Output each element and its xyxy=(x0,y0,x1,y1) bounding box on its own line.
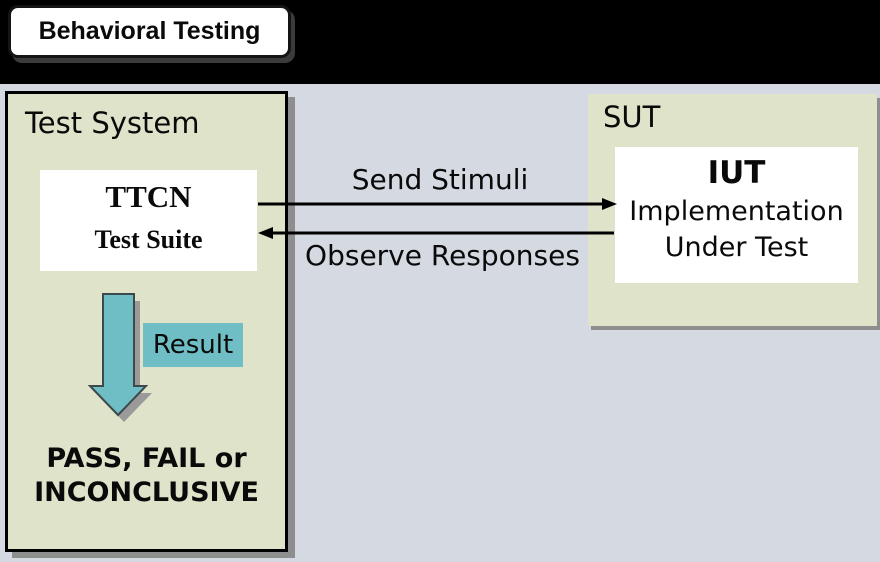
iut-line-under-test: Under Test xyxy=(664,232,809,263)
ttcn-title: TTCN xyxy=(105,179,192,214)
ttcn-subtitle: Test Suite xyxy=(94,225,203,254)
verdict-line-2: INCONCLUSIVE xyxy=(34,476,259,508)
verdict-text: PASS, FAIL or INCONCLUSIVE xyxy=(8,442,285,510)
iut-line-implementation: Implementation xyxy=(629,196,844,227)
test-system-label: Test System xyxy=(25,106,200,140)
observe-responses-arrow-icon xyxy=(258,227,614,239)
iut-box: IUT Implementation Under Test xyxy=(615,147,858,283)
iut-title: IUT xyxy=(707,155,766,191)
page-title: Behavioral Testing xyxy=(38,17,261,45)
send-stimuli-label: Send Stimuli xyxy=(351,163,529,196)
observe-responses-label: Observe Responses xyxy=(305,239,580,272)
sut-box: SUT IUT Implementation Under Test xyxy=(588,94,877,326)
test-system-box: Test System TTCN Test Suite Result PASS,… xyxy=(5,91,288,552)
sut-label: SUT xyxy=(603,100,661,134)
down-arrow-icon xyxy=(87,293,152,422)
verdict-line-1: PASS, FAIL or xyxy=(46,443,247,474)
send-stimuli-arrow-icon xyxy=(258,198,617,210)
result-badge: Result xyxy=(143,323,243,367)
ttcn-box: TTCN Test Suite xyxy=(40,170,257,271)
result-label: Result xyxy=(152,330,234,360)
title-box: Behavioral Testing xyxy=(8,5,291,58)
